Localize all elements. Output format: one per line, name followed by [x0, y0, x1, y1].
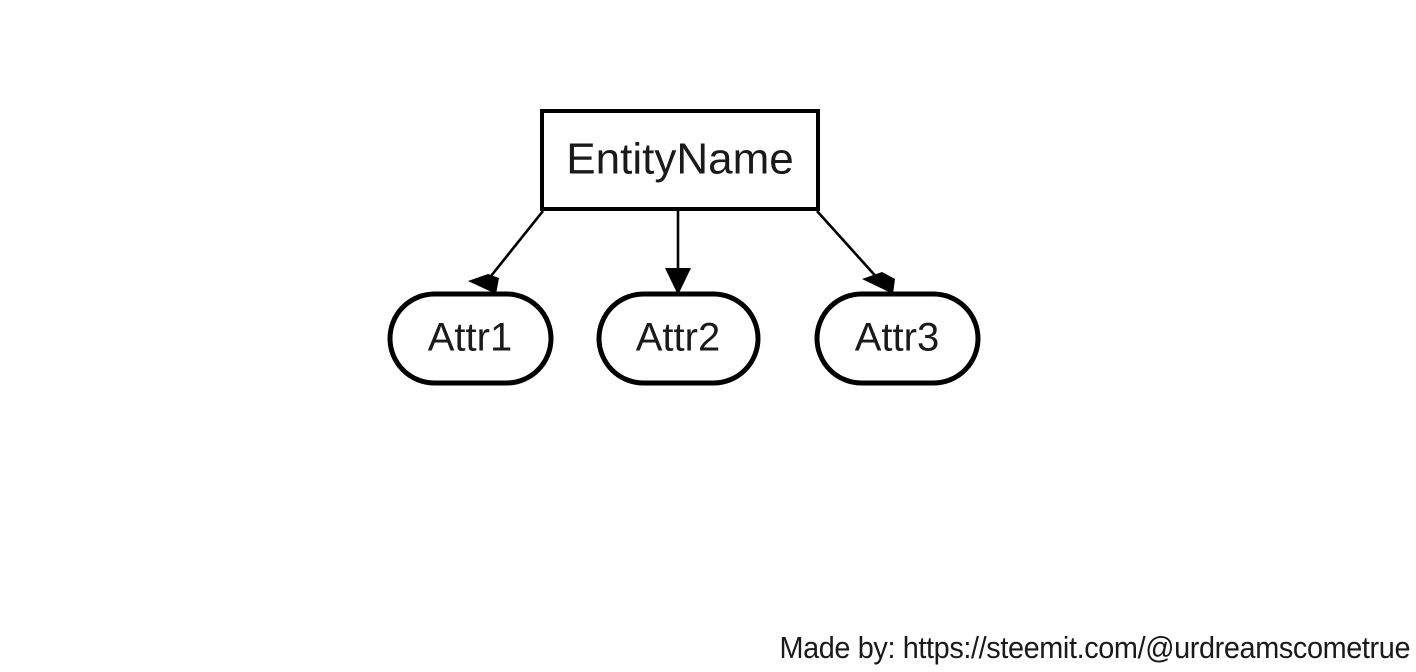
arrowhead-attr2 [665, 268, 691, 295]
edge-entity-to-attr3[interactable] [816, 210, 895, 294]
attribute-node-label: Attr1 [428, 316, 512, 360]
arrowhead-attr3 [862, 272, 895, 294]
edge-group [468, 210, 895, 295]
entity-node-label: EntityName [566, 135, 793, 184]
edge-entity-to-attr2[interactable] [665, 210, 691, 295]
arrowhead-attr1 [468, 274, 499, 294]
attribute-node-attr2[interactable]: Attr2 [596, 291, 761, 386]
attribute-node-attr3[interactable]: Attr3 [814, 291, 981, 386]
edge-line-attr3 [816, 210, 881, 282]
footer-credit: Made by: https://steemit.com/@urdreamsco… [779, 630, 1410, 665]
attribute-node-attr1[interactable]: Attr1 [387, 291, 554, 386]
entity-node-entityname[interactable]: EntityName [540, 109, 820, 211]
entity-node-rect [540, 109, 820, 211]
edge-line-attr1 [485, 210, 545, 282]
attribute-node-label: Attr2 [636, 316, 720, 360]
attribute-node-shape [814, 291, 981, 386]
edge-entity-to-attr1[interactable] [468, 210, 545, 294]
attribute-node-shape [596, 291, 761, 386]
attribute-node-label: Attr3 [855, 316, 939, 360]
attribute-node-shape [387, 291, 554, 386]
